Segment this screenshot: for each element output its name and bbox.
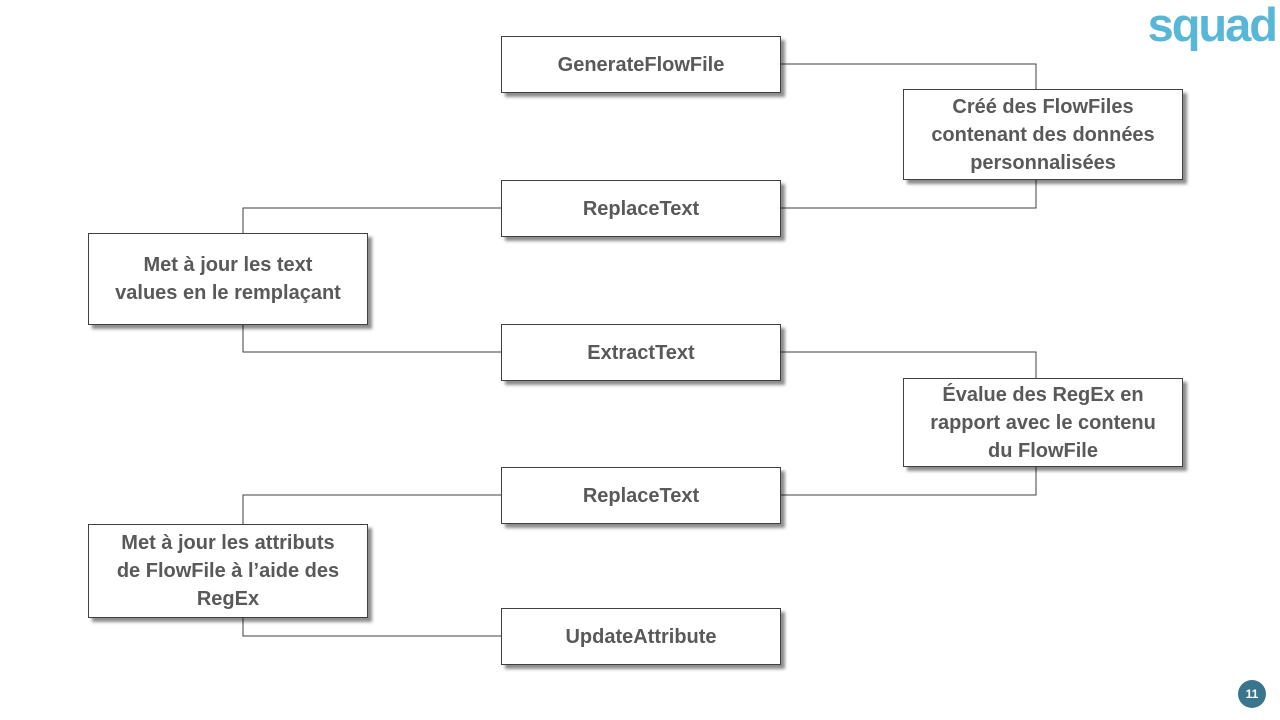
node-extracttext: ExtractText (501, 324, 781, 381)
node-updateattribute: UpdateAttribute (501, 608, 781, 665)
node-replacetext-2: ReplaceText (501, 467, 781, 524)
annotation-met-a-jour-text-values: Met à jour les text values en le remplaç… (88, 233, 368, 325)
annotation-cree-des-flowfiles: Créé des FlowFiles contenant des données… (903, 89, 1183, 180)
page-number-badge: 11 (1238, 680, 1266, 708)
node-generateflowfile: GenerateFlowFile (501, 36, 781, 93)
squad-logo: squad (1147, 0, 1278, 51)
annotation-evalue-des-regex: Évalue des RegEx en rapport avec le cont… (903, 378, 1183, 467)
node-replacetext-1: ReplaceText (501, 180, 781, 237)
annotation-met-a-jour-attributs: Met à jour les attributs de FlowFile à l… (88, 524, 368, 618)
